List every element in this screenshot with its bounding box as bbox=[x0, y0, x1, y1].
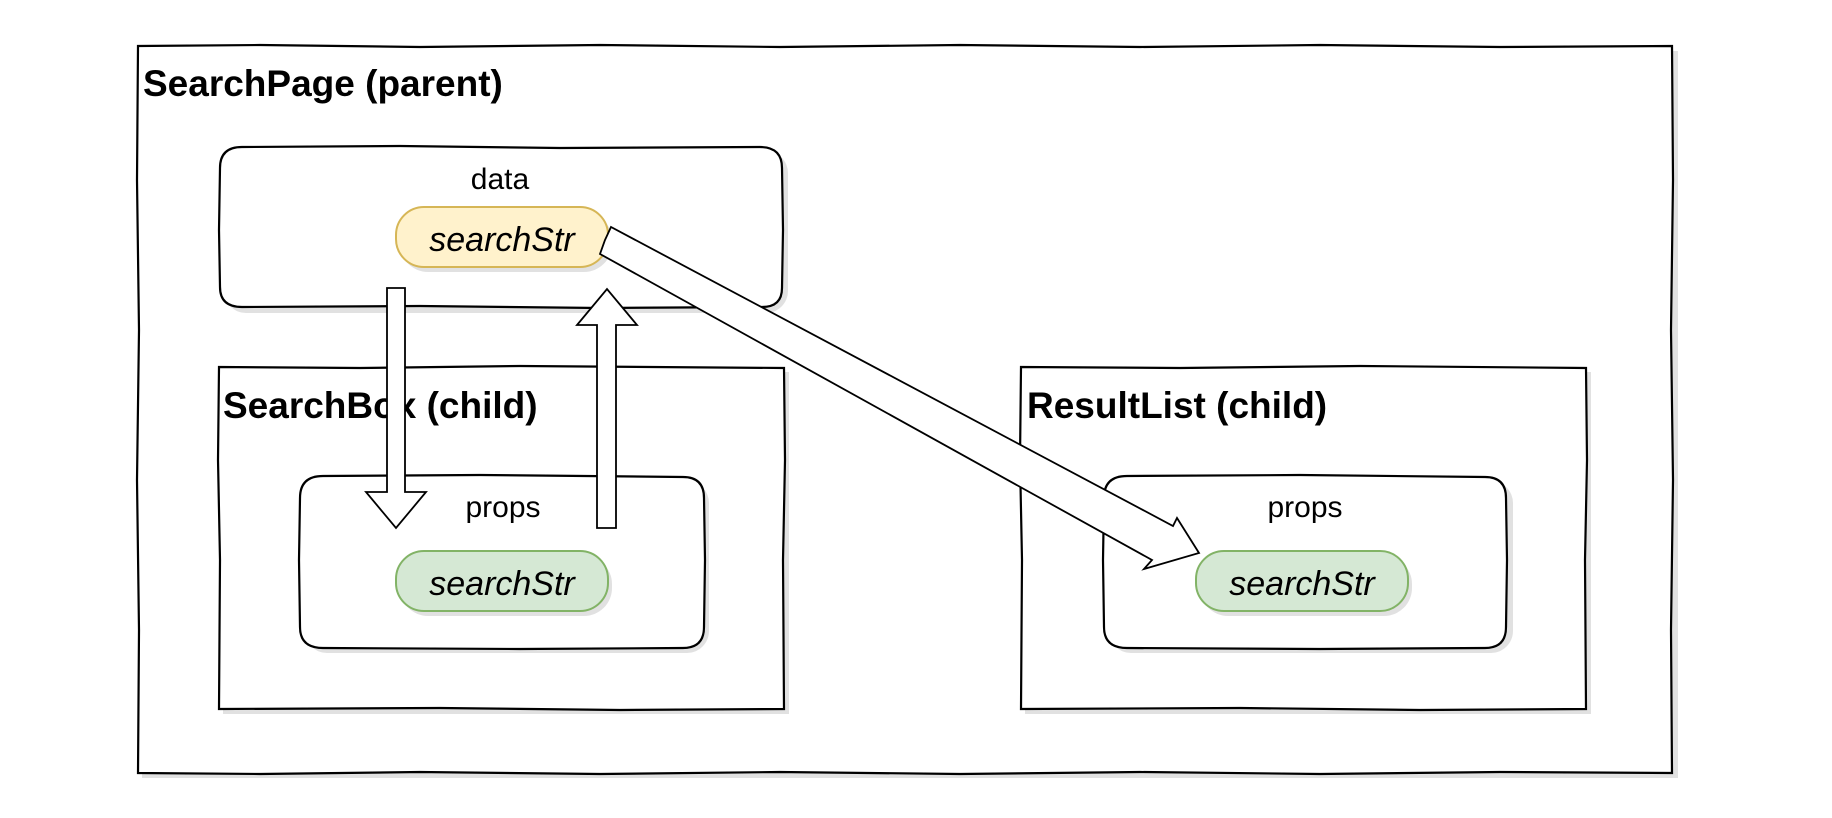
up-arrow-to-parent-data bbox=[575, 287, 639, 529]
search-box-title: SearchBox (child) bbox=[223, 385, 538, 426]
data-box-label: data bbox=[471, 163, 530, 196]
search-box-props-box: props searchStr bbox=[297, 473, 709, 653]
diagonal-arrow-to-result-list-props bbox=[598, 225, 1201, 571]
search-box-search-str-text: searchStr bbox=[429, 565, 576, 603]
result-list-title: ResultList (child) bbox=[1027, 385, 1327, 426]
result-list-search-str-text: searchStr bbox=[1229, 565, 1376, 603]
search-box-props-label: props bbox=[465, 491, 540, 524]
parent-search-str-pill: searchStr bbox=[395, 206, 612, 272]
search-box-search-str-pill-shape bbox=[395, 550, 609, 612]
parent-search-str-text: searchStr bbox=[429, 221, 576, 259]
result-list-search-str-pill: searchStr bbox=[1195, 550, 1412, 616]
result-list-props-label: props bbox=[1267, 491, 1342, 524]
search-box-search-str-pill: searchStr bbox=[395, 550, 612, 616]
result-list-search-str-pill-shape bbox=[1195, 550, 1409, 612]
search-page-title: SearchPage (parent) bbox=[143, 63, 503, 104]
result-list-props-box: props searchStr bbox=[1101, 473, 1513, 653]
down-arrow-to-search-box-props bbox=[364, 287, 428, 530]
